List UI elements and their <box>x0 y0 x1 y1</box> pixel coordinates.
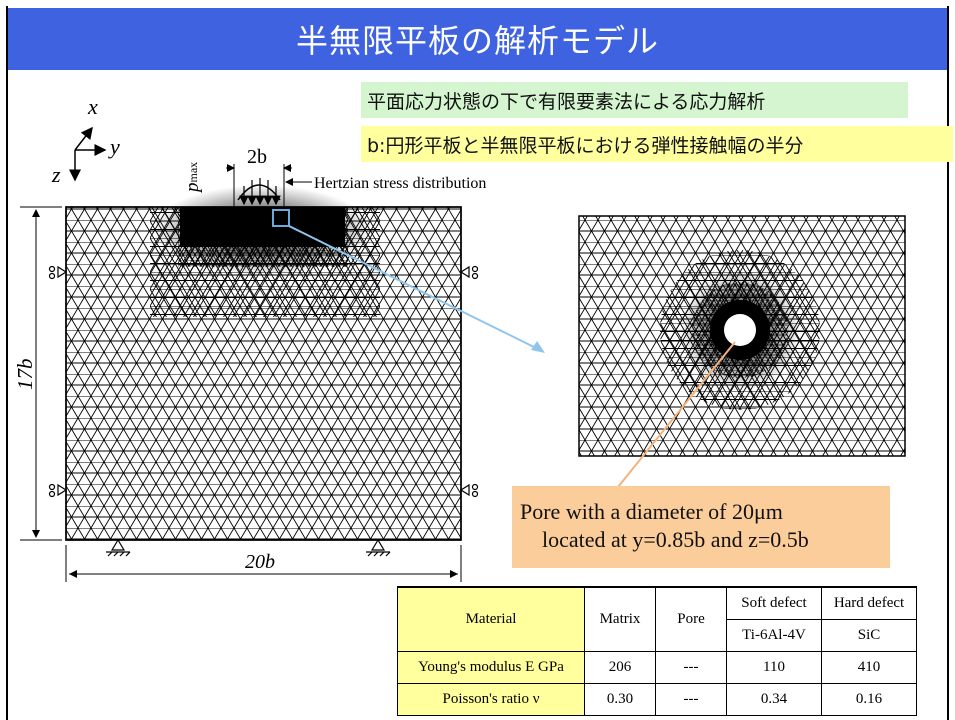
cell-pore: --- <box>655 683 727 716</box>
cell-matrix: 0.30 <box>584 683 656 716</box>
slide-frame <box>6 6 949 720</box>
pore-note: Pore with a diameter of 20μm located at … <box>512 486 890 568</box>
col-pore: Pore <box>655 586 727 652</box>
dimensions: 17b 20b <box>13 206 462 582</box>
cell-soft: 110 <box>726 651 822 684</box>
pmax-label: pmax <box>182 162 203 194</box>
hertz-label: Hertzian stress distribution <box>314 175 486 192</box>
pore-leader-line <box>617 341 736 488</box>
slide-title: 半無限平板の解析モデル <box>8 8 947 70</box>
col-soft-defect: Soft defect <box>726 586 822 620</box>
zoomed-pore-mesh <box>578 215 906 457</box>
cell-hard: 0.16 <box>821 683 917 716</box>
coordinate-axes: x y z <box>51 94 120 187</box>
axis-x-label: x <box>87 94 98 119</box>
b-definition-note: b:円形平板と半無限平板における弾性接触幅の半分 <box>361 126 953 162</box>
roller-supports <box>48 265 479 557</box>
hard-material: SiC <box>821 619 917 652</box>
cell-soft: 0.34 <box>726 683 822 716</box>
col-matrix: Matrix <box>584 586 656 652</box>
row-label: Young's modulus E GPa <box>397 651 585 684</box>
col-material: Material <box>397 586 585 652</box>
cell-hard: 410 <box>821 651 917 684</box>
hertz-load: pmax 2b Hertzian stress distribution <box>182 146 486 206</box>
table-row: Young's modulus E GPa 206 --- 110 410 <box>397 651 917 684</box>
pore-note-line2: located at y=0.85b and z=0.5b <box>542 527 809 552</box>
axis-z-label: z <box>51 162 61 187</box>
zoom-leader-line <box>288 225 541 351</box>
height-label: 17b <box>13 359 37 391</box>
pore-circle <box>724 314 756 346</box>
material-table: Material Matrix Pore Soft defect Hard de… <box>397 586 917 716</box>
width-label: 20b <box>245 551 275 573</box>
cell-matrix: 206 <box>584 651 656 684</box>
main-mesh <box>65 185 462 541</box>
soft-material: Ti-6Al-4V <box>726 619 822 652</box>
col-hard-defect: Hard defect <box>821 586 917 620</box>
table-row: Poisson's ratio ν 0.30 --- 0.34 0.16 <box>397 683 917 716</box>
pore-note-line1: Pore with a diameter of 20μm <box>520 499 783 524</box>
zoom-leader-arrowhead <box>531 341 545 353</box>
row-label: Poisson's ratio ν <box>397 683 585 716</box>
cell-pore: --- <box>655 651 727 684</box>
contact-width-label: 2b <box>247 146 267 168</box>
analysis-note: 平面応力状態の下で有限要素法による応力解析 <box>361 82 908 118</box>
axis-y-label: y <box>108 134 120 159</box>
